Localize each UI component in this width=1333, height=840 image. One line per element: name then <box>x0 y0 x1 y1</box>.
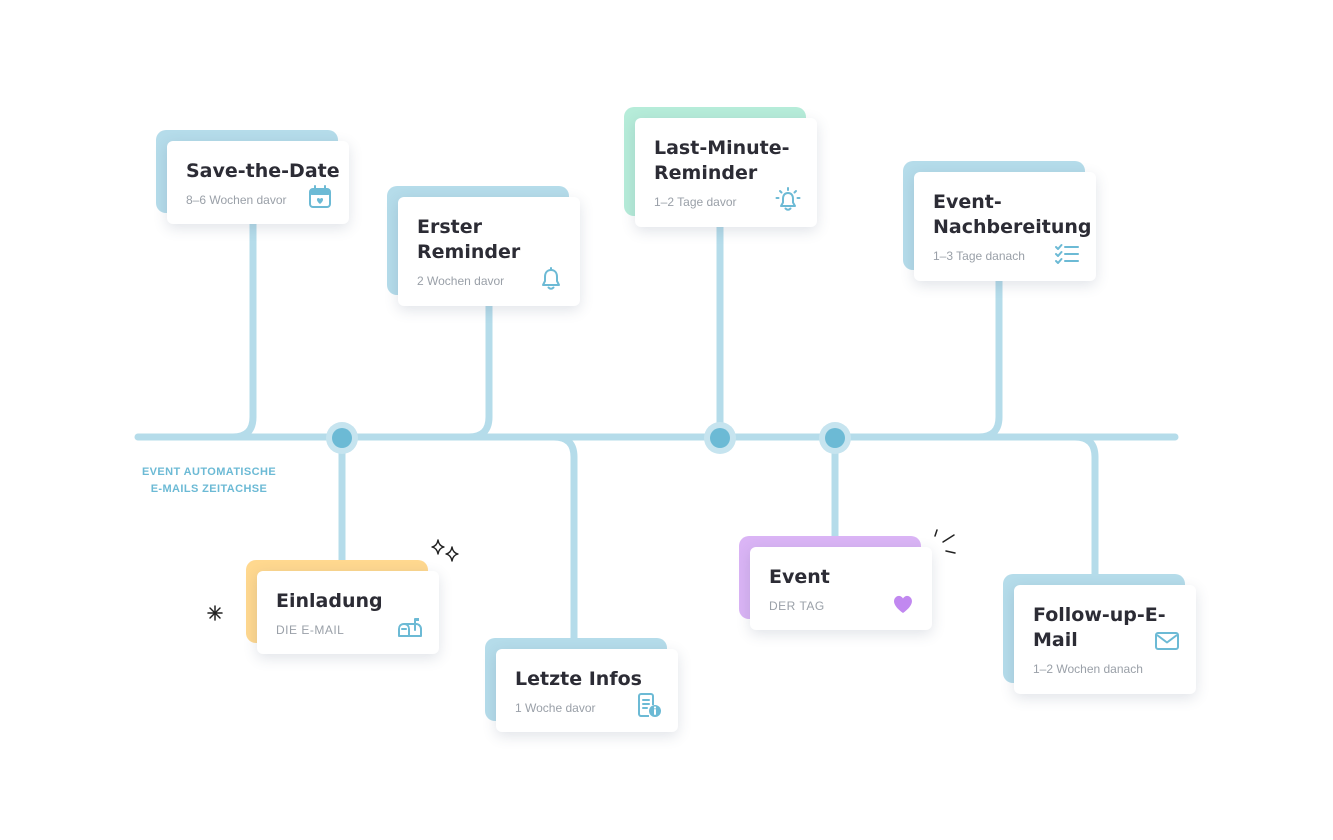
caption-line-1: EVENT AUTOMATISCHE <box>141 466 277 478</box>
checklist-icon <box>1055 244 1079 264</box>
asterisk-sparkle-icon <box>207 605 223 621</box>
card-title-line-2: Reminder <box>654 162 758 184</box>
caption-line-2: E-MAILS ZEITACHSE <box>150 483 268 495</box>
card-einladung: Einladung DIE E-MAIL <box>246 560 439 654</box>
card-event-nachbereitung: Event- Nachbereitung 1–3 Tage danach <box>903 161 1096 281</box>
card-event: Event DER TAG <box>739 536 932 630</box>
card-title-line-1: Last-Minute- <box>654 137 790 159</box>
card-title: Letzte Infos <box>515 668 642 690</box>
card-title-line-2: Mail <box>1033 629 1078 651</box>
card-subtitle: 1–3 Tage danach <box>933 249 1025 263</box>
card-title: Save-the-Date <box>186 160 340 182</box>
calendar-heart-icon <box>309 185 331 208</box>
card-title-line-1: Event- <box>933 191 1002 213</box>
card-subtitle: 1 Woche davor <box>515 701 596 715</box>
document-info-icon <box>638 693 661 717</box>
card-title: Event <box>769 566 830 588</box>
connector-letzte-infos <box>550 433 578 644</box>
connector-follow-up <box>1071 433 1099 582</box>
card-title: Einladung <box>276 590 383 612</box>
card-subtitle: DER TAG <box>769 599 825 613</box>
timeline-caption: EVENT AUTOMATISCHE E-MAILS ZEITACHSE <box>128 464 290 498</box>
card-title-line-2: Reminder <box>417 241 521 263</box>
card-last-minute-reminder: Last-Minute- Reminder 1–2 Tage davor <box>624 107 817 227</box>
card-title-line-2: Nachbereitung <box>933 216 1092 238</box>
card-subtitle: 8–6 Wochen davor <box>186 193 287 207</box>
card-erster-reminder: Erster Reminder 2 Wochen davor <box>387 186 580 306</box>
envelope-icon <box>1155 632 1179 650</box>
heart-icon <box>894 595 912 613</box>
connector-nachbereitung <box>975 274 1003 441</box>
connector-erster-reminder <box>465 298 493 441</box>
card-follow-up-email: Follow-up-E- Mail 1–2 Wochen danach <box>1003 574 1196 694</box>
card-title-line-1: Follow-up-E- <box>1033 604 1166 626</box>
card-subtitle: 1–2 Wochen danach <box>1033 662 1143 676</box>
card-subtitle: DIE E-MAIL <box>276 623 345 637</box>
connector-save-the-date <box>229 218 257 441</box>
alarm-bell-icon <box>775 187 801 211</box>
bell-icon <box>542 267 560 290</box>
card-letzte-infos: Letzte Infos 1 Woche davor <box>485 638 678 732</box>
mailbox-icon <box>398 618 422 637</box>
card-subtitle: 1–2 Tage davor <box>654 195 737 209</box>
burst-lines-icon <box>934 529 956 554</box>
sparkle-stars-icon <box>431 539 459 562</box>
card-title-line-1: Erster <box>417 216 482 238</box>
card-save-the-date: Save-the-Date 8–6 Wochen davor <box>156 130 349 224</box>
card-subtitle: 2 Wochen davor <box>417 274 505 288</box>
